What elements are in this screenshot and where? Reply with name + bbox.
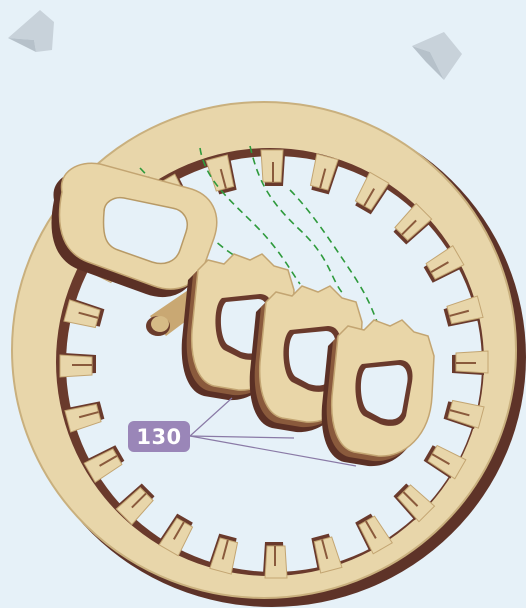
ring-tooth <box>261 150 285 186</box>
ring-tooth <box>452 351 488 375</box>
top-right-orientation-mark-icon <box>412 32 462 80</box>
ring-tooth <box>60 353 96 377</box>
ring-tooth <box>263 542 287 578</box>
top-left-orientation-mark-icon <box>8 10 54 52</box>
part-number-badge: 130 <box>128 421 190 452</box>
